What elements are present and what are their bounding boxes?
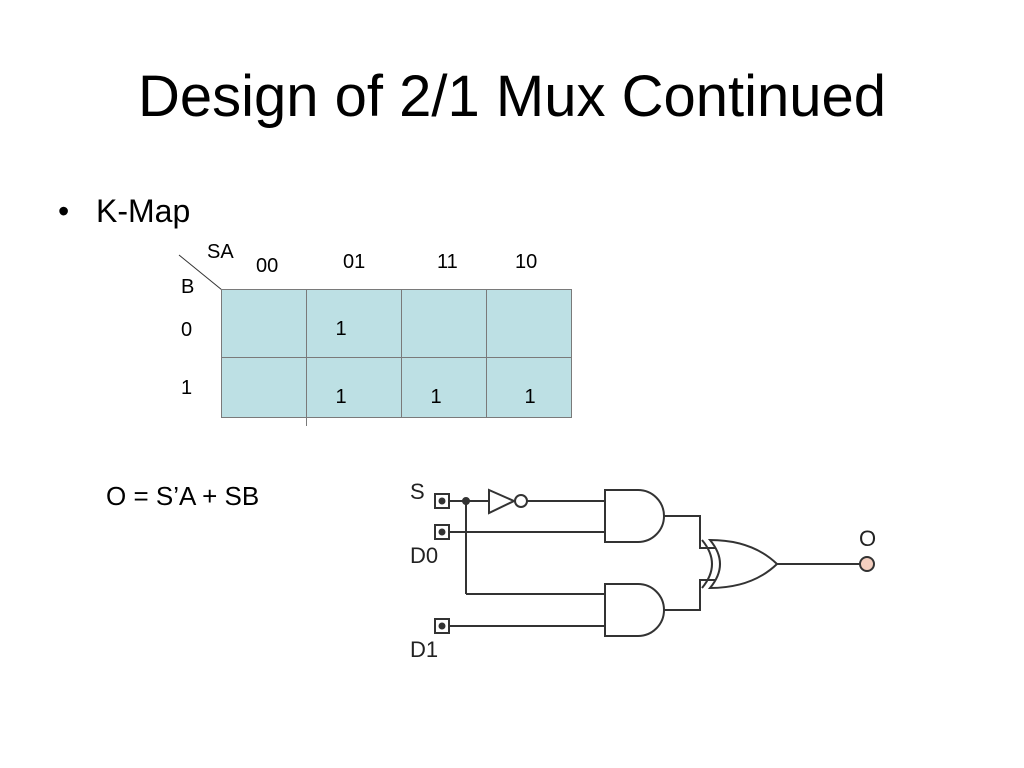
wire — [664, 579, 716, 611]
k-map-divider — [401, 290, 402, 417]
bullet-item: • K-Map — [58, 191, 190, 231]
slide-title: Design of 2/1 Mux Continued — [138, 64, 886, 129]
k-map-col-header: 01 — [343, 251, 366, 273]
input-pin-d0 — [434, 524, 450, 540]
k-map-divider — [486, 290, 487, 417]
bullet-symbol: • — [58, 193, 70, 229]
wire — [664, 515, 716, 549]
k-map-row-header: 0 — [181, 319, 193, 341]
k-map-grid: 1 1 1 1 — [221, 289, 572, 426]
and-gate-lower — [604, 583, 665, 637]
k-map-divider — [222, 357, 571, 358]
not-gate — [488, 488, 517, 515]
k-map-corner-top-label: SA — [207, 241, 234, 263]
k-map-cell: 1 — [335, 318, 347, 340]
or-gate-back-curve — [701, 539, 713, 589]
k-map-divider — [306, 290, 307, 426]
not-gate-bubble — [514, 494, 528, 508]
input-pin-s — [434, 493, 450, 509]
k-map-col-header: 00 — [256, 255, 279, 277]
output-pin — [859, 556, 875, 572]
boolean-equation: O = S’A + SB — [106, 481, 260, 511]
circuit-svg — [434, 488, 875, 637]
input-pin-d1 — [434, 618, 450, 634]
k-map-row-header: 1 — [181, 377, 193, 399]
k-map-cell: 1 — [524, 386, 536, 408]
and-gate-upper — [604, 489, 665, 543]
k-map-cell: 1 — [430, 386, 442, 408]
input-label-d0: D0 — [410, 543, 439, 568]
k-map-cell: 1 — [335, 386, 347, 408]
mux-circuit-diagram: S D0 D1 O — [400, 470, 900, 670]
input-label-d1: D1 — [410, 637, 439, 662]
or-gate — [707, 538, 779, 590]
output-label-o: O — [859, 526, 877, 551]
k-map-col-header: 11 — [437, 251, 458, 273]
bullet-text: K-Map — [96, 193, 191, 229]
k-map-corner-left-label: B — [181, 276, 195, 298]
k-map-col-header: 10 — [515, 251, 538, 273]
input-label-s: S — [410, 479, 425, 504]
k-map-corner-diagonal — [178, 254, 223, 291]
